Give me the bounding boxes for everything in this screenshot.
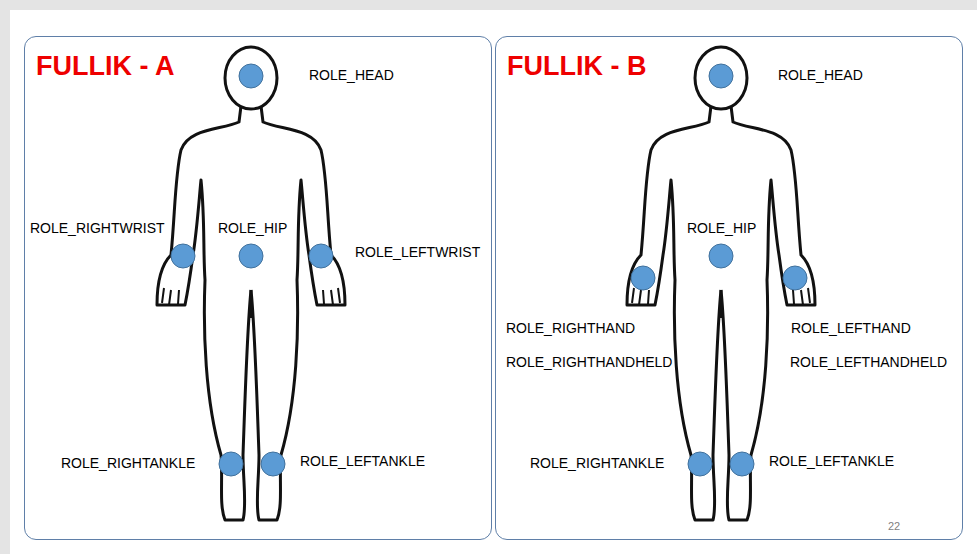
joint-label: ROLE_RIGHTWRIST xyxy=(29,220,166,237)
page-number: 22 xyxy=(887,518,901,535)
panel-title: FULLIK - A xyxy=(36,51,174,82)
joint-label: ROLE_LEFTWRIST xyxy=(354,244,481,261)
joint-label: ROLE_RIGHTANKLE xyxy=(60,455,196,472)
joint-label: ROLE_LEFTHANDHELD xyxy=(789,354,948,371)
joint-label: ROLE_HEAD xyxy=(777,67,864,84)
joint-label: ROLE_HEAD xyxy=(308,67,395,84)
joint-label: ROLE_RIGHTHANDHELD xyxy=(505,354,673,371)
joint-label: ROLE_LEFTHAND xyxy=(790,320,912,337)
joint-label: ROLE_RIGHTANKLE xyxy=(529,455,665,472)
joint-label: ROLE_LEFTANKLE xyxy=(768,453,895,470)
joint-label: ROLE_LEFTANKLE xyxy=(299,453,426,470)
joint-label: ROLE_HIP xyxy=(217,220,288,237)
panel-title: FULLIK - B xyxy=(507,51,646,82)
joint-label: ROLE_RIGHTHAND xyxy=(505,320,636,337)
slide-background xyxy=(10,10,977,554)
joint-label: ROLE_HIP xyxy=(686,220,757,237)
